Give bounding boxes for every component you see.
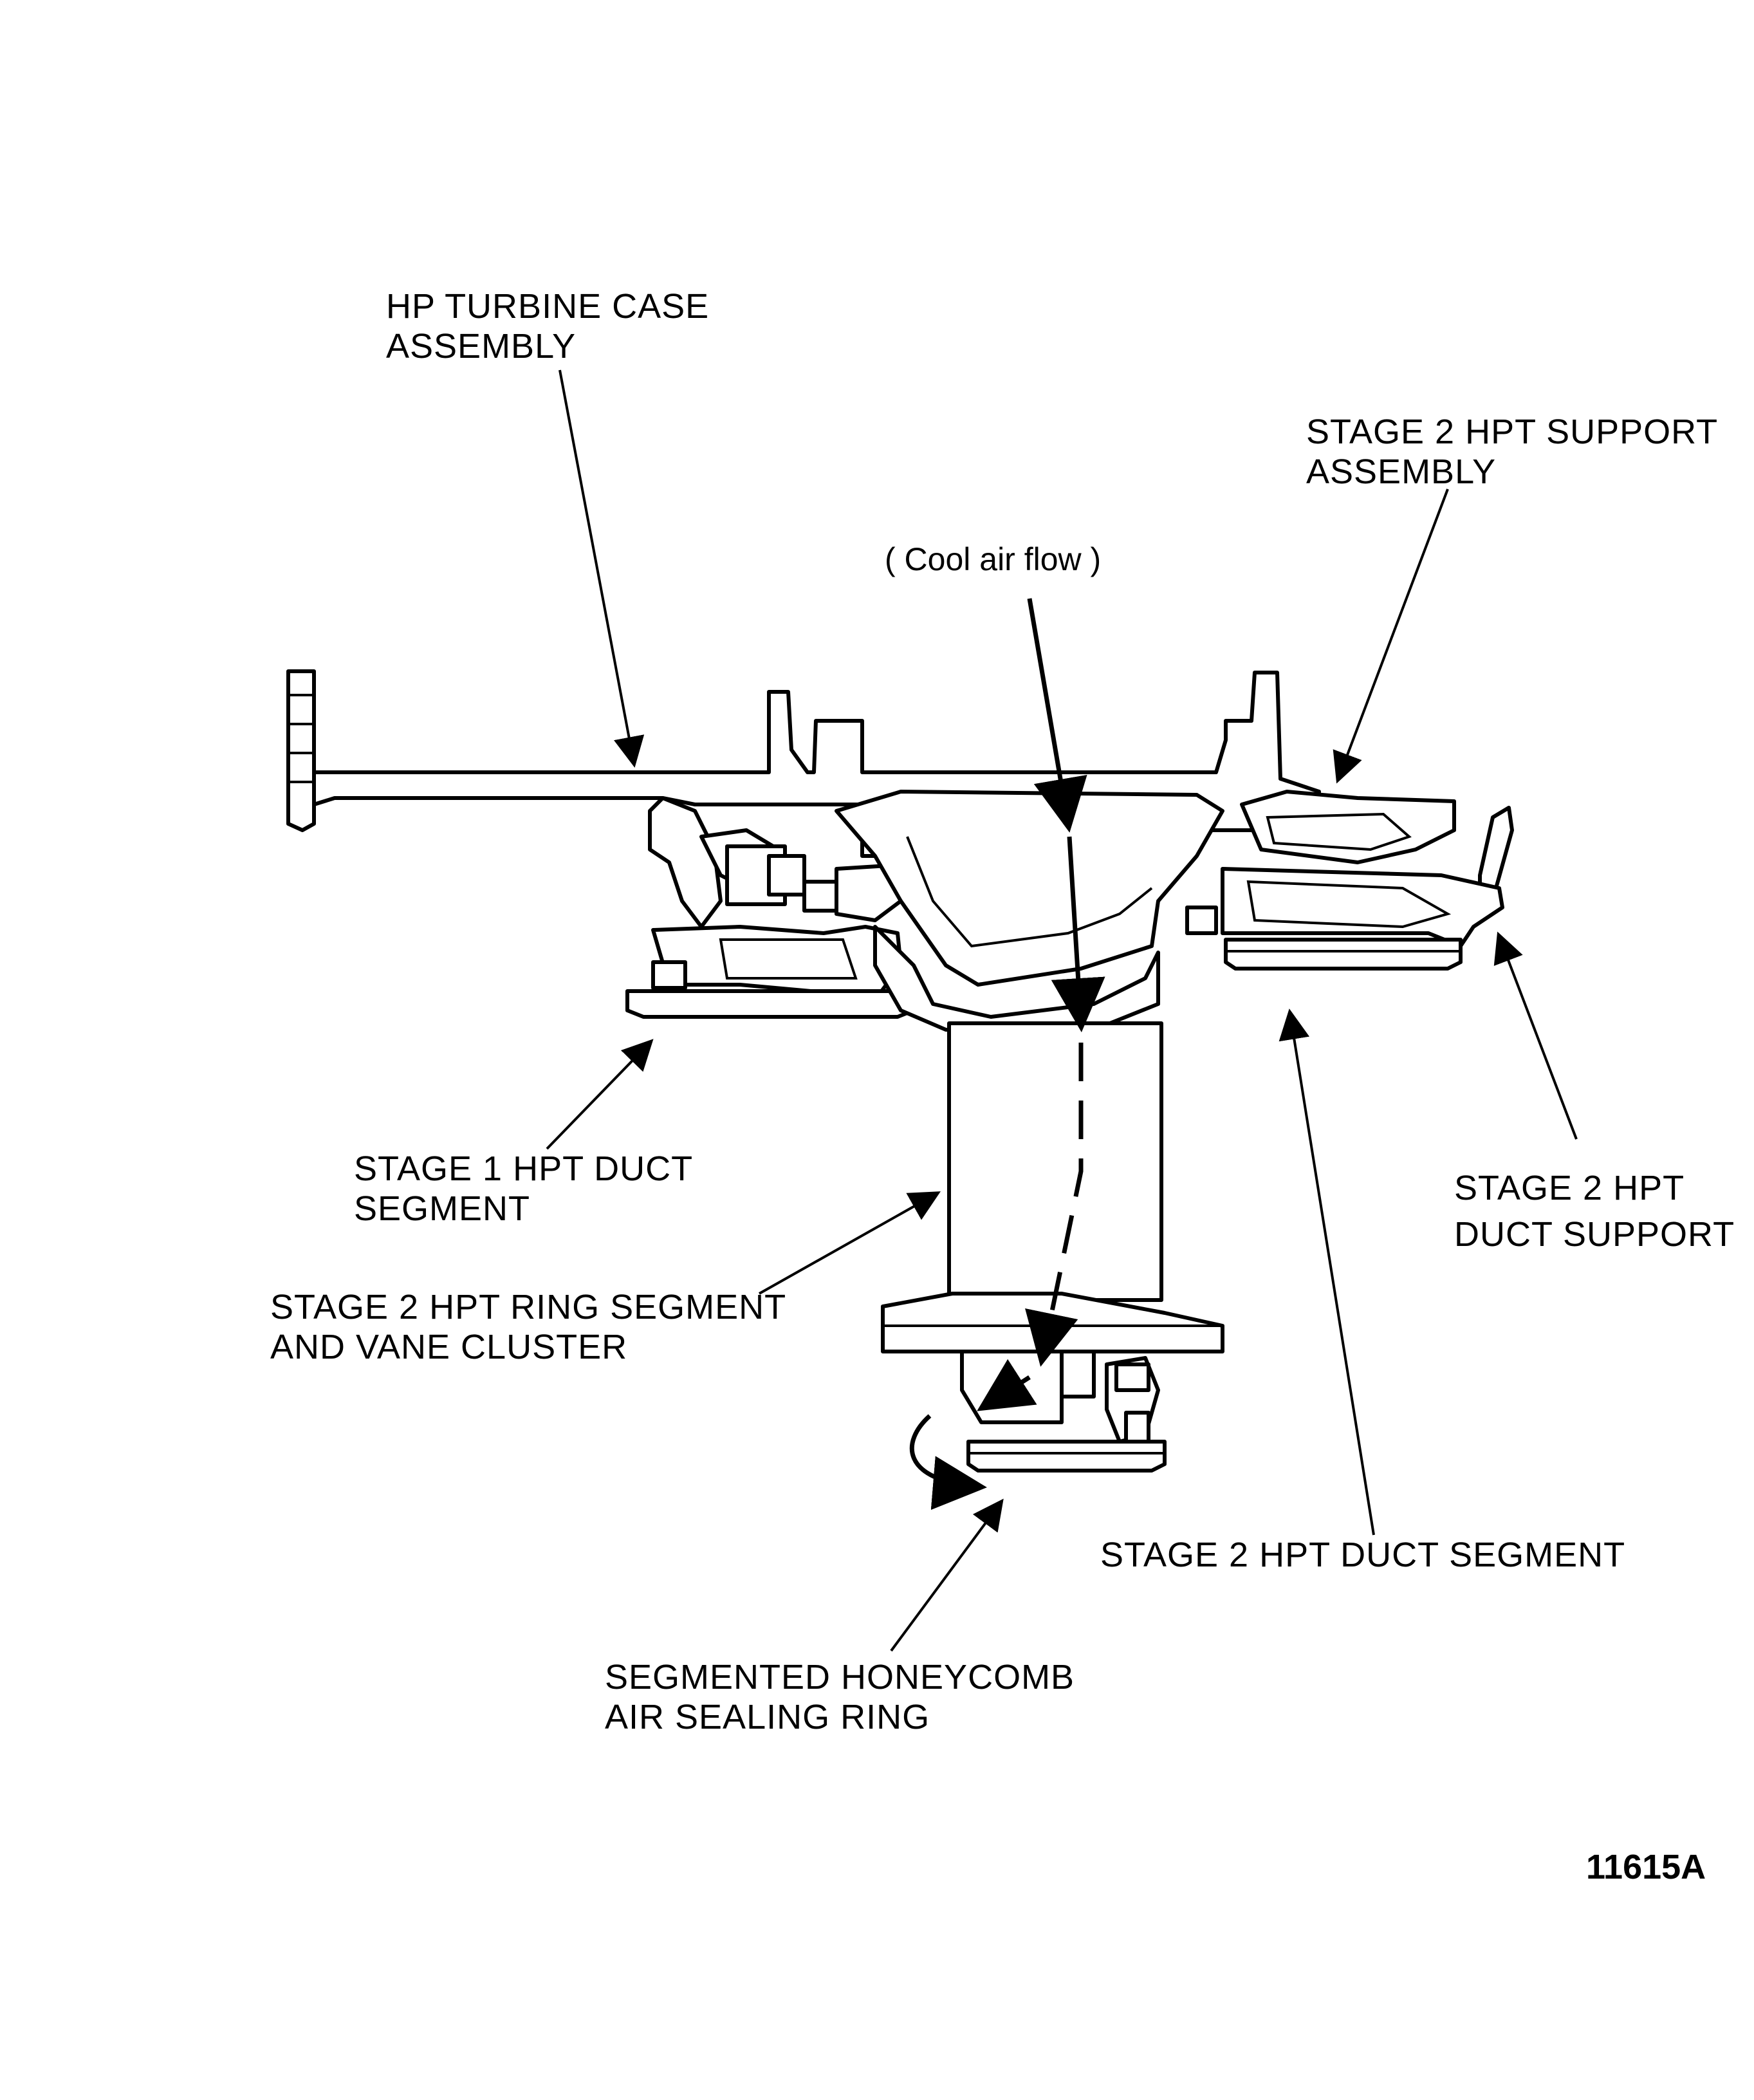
figure-id: 11615A xyxy=(1586,1848,1706,1886)
cool-air-flow-label: ( Cool air flow ) xyxy=(885,541,1102,577)
cool-air-flow-arrow xyxy=(909,598,1105,1510)
leader-hp-turbine-case xyxy=(559,369,645,768)
stage2-hpt-support-assembly xyxy=(1240,790,1514,903)
stage2-duct-segment-label: STAGE 2 HPT DUCT SEGMENT xyxy=(1100,1536,1626,1574)
stage1-hpt-duct-segment xyxy=(625,925,916,1019)
leader-stage2-duct-support xyxy=(1493,931,1578,1140)
hp-turbine-case-label: HP TURBINE CASE ASSEMBLY xyxy=(386,287,710,366)
leader-stage1-duct-segment xyxy=(546,1039,654,1150)
stage2-duct-support-label: STAGE 2 HPT DUCT SUPPORT xyxy=(1454,1169,1735,1254)
stage2-hpt-ring-segment-and-vane-cluster xyxy=(835,790,1224,1444)
stage2-hpt-duct-segment xyxy=(1224,938,1463,971)
leader-honeycomb-ring xyxy=(890,1498,1004,1652)
stage1-duct-segment-label: STAGE 1 HPT DUCT SEGMENT xyxy=(354,1149,694,1228)
honeycomb-ring-label: SEGMENTED HONEYCOMB AIR SEALING RING xyxy=(605,1658,1075,1736)
segmented-honeycomb-air-sealing-ring xyxy=(966,1440,1167,1473)
stage2-support-assembly-label: STAGE 2 HPT SUPPORT ASSEMBLY xyxy=(1306,413,1719,491)
stage1-support-hardware xyxy=(648,796,903,929)
stage2-ring-segment-label: STAGE 2 HPT RING SEGMENT AND VANE CLUSTE… xyxy=(270,1288,787,1366)
leader-stage2-ring-segment xyxy=(759,1191,941,1295)
leader-stage2-duct-segment xyxy=(1279,1008,1375,1536)
stage2-hpt-duct-support xyxy=(1185,867,1504,948)
leader-stage2-support-assembly xyxy=(1333,488,1449,784)
leader-lines xyxy=(546,369,1578,1652)
